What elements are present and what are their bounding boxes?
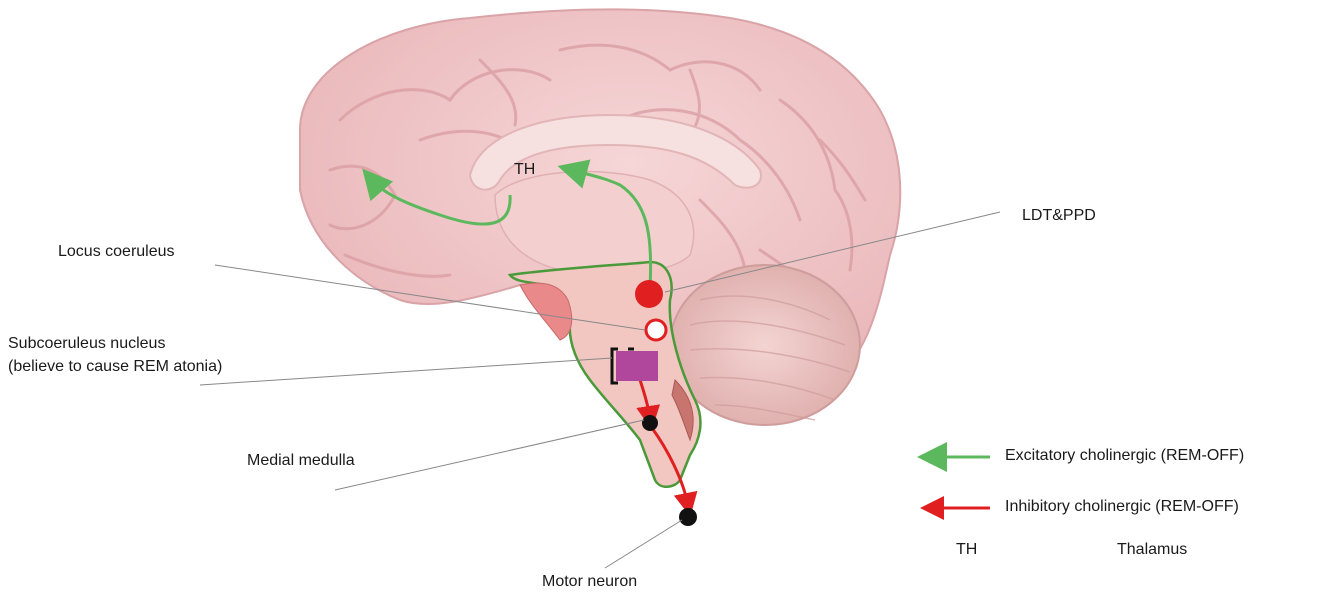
label-ldt-ppd: LDT&PPD <box>1022 206 1096 226</box>
label-medial-medulla: Medial medulla <box>247 451 355 471</box>
legend-excitatory-label: Excitatory cholinergic (REM-OFF) <box>1005 446 1244 466</box>
label-locus-coeruleus: Locus coeruleus <box>58 242 175 262</box>
motor-neuron-dot <box>679 508 697 526</box>
subcoeruleus-nucleus <box>616 351 658 381</box>
ldt-ppd-nucleus <box>635 280 663 308</box>
label-subcoeruleus-line1: Subcoeruleus nucleus <box>8 334 165 354</box>
legend-inhibitory-label: Inhibitory cholinergic (REM-OFF) <box>1005 497 1239 517</box>
label-motor-neuron: Motor neuron <box>542 572 637 592</box>
medial-medulla-nucleus <box>642 415 658 431</box>
leader-medial-medulla <box>335 420 644 490</box>
label-th-brain: TH <box>514 160 535 180</box>
leader-subcoeruleus <box>200 358 612 385</box>
legend-abbrev-meaning: Thalamus <box>1117 540 1187 560</box>
label-subcoeruleus-line2: (believe to cause REM atonia) <box>8 357 222 377</box>
legend-abbrev: TH <box>956 540 977 560</box>
leader-motor-neuron <box>605 520 682 568</box>
cerebellum <box>670 265 860 425</box>
locus-coeruleus-nucleus <box>646 320 666 340</box>
